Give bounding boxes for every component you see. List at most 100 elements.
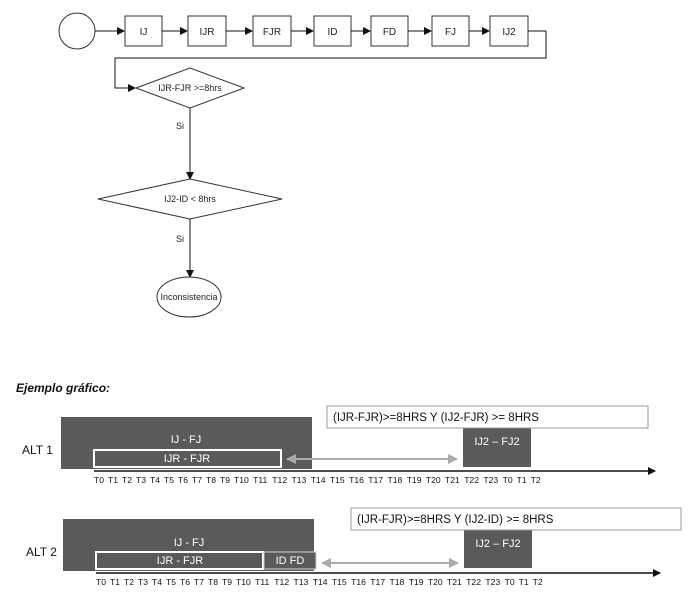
end-inconsistencia: Inconsistencia (156, 276, 222, 318)
tick-label: T11 (255, 577, 269, 587)
tick-label: T2 (124, 577, 134, 587)
alt2-end-bar (464, 530, 532, 568)
tick-label: T7 (192, 475, 202, 485)
alt1-condition: (IJR-FJR)>=8HRS Y (IJ2-FJR) >= 8HRS (333, 412, 539, 424)
decision-label: IJ2-ID < 8hrs (164, 194, 216, 204)
tick-label: T14 (311, 475, 326, 485)
tick-label: T13 (292, 475, 307, 485)
step-ij: IJ (124, 15, 163, 47)
tick-label: T5 (164, 475, 174, 485)
yes-label: Si (176, 121, 184, 131)
tick-label: T19 (409, 577, 424, 587)
step-fd: FD (370, 15, 409, 47)
tick-label: T4 (150, 475, 160, 485)
tick-label: T12 (272, 475, 287, 485)
alt1-label: ALT 1 (22, 443, 53, 457)
flow-connector (114, 30, 547, 92)
alt2-inner-bar (95, 551, 264, 570)
step-fjr: FJR (252, 15, 292, 47)
end-label: Inconsistencia (160, 292, 217, 302)
tick-label: T21 (447, 577, 462, 587)
step-ij2: IJ2 (489, 15, 529, 47)
tick-label: T0 (503, 475, 513, 485)
alt1-inner-label: IJR - FJR (164, 453, 210, 465)
alt2-condition: (IJR-FJR)>=8HRS Y (IJ2-ID) >= 8HRS (357, 514, 554, 526)
step-label: FJ (445, 27, 456, 38)
tick-label: T0 (94, 475, 104, 485)
tick-label: T22 (466, 577, 481, 587)
tick-label: T6 (178, 475, 188, 485)
alt2-outer-label: IJ - FJ (174, 537, 205, 549)
tick-label: T12 (274, 577, 289, 587)
yes-label: Si (176, 234, 184, 244)
alt2-condition-box (350, 507, 682, 531)
example-title: Ejemplo gráfico: (16, 381, 110, 395)
tick-label: T8 (206, 475, 216, 485)
tick-label: T7 (194, 577, 204, 587)
alt2-idfd-label: ID FD (276, 555, 305, 567)
step-label: ID (328, 27, 338, 38)
tick-label: T1 (108, 475, 118, 485)
alt2-end-label: IJ2 – FJ2 (475, 538, 520, 550)
alt1-timeline: ALT 1 IJ - FJ IJR - FJR IJ2 – FJ2 (IJR-F… (22, 405, 656, 485)
tick-label: T9 (220, 475, 230, 485)
alt1-end-label: IJ2 – FJ2 (474, 436, 519, 448)
start-circle (58, 12, 96, 50)
alt1-end-bar (463, 427, 531, 467)
alt1-condition-box (326, 405, 649, 429)
tick-label: T17 (368, 475, 383, 485)
step-label: FD (383, 27, 396, 38)
step-fj: FJ (431, 15, 470, 47)
tick-label: T15 (330, 475, 345, 485)
tick-label: T2 (533, 577, 543, 587)
tick-label: T20 (428, 577, 443, 587)
tick-label: T18 (390, 577, 405, 587)
tick-label: T1 (110, 577, 120, 587)
tick-label: T23 (483, 475, 498, 485)
flowchart: IJ IJR FJR ID FD FJ IJ2 (58, 12, 547, 318)
alt2-inner-label: IJR - FJR (157, 555, 203, 567)
tick-label: T10 (234, 475, 249, 485)
alt2-idfd-bar (263, 551, 317, 570)
alt2-label: ALT 2 (26, 545, 57, 559)
tick-label: T1 (519, 577, 529, 587)
tick-label: T9 (222, 577, 232, 587)
decision-ijr-fjr: IJR-FJR >=8hrs (134, 67, 246, 109)
tick-label: T3 (138, 577, 148, 587)
decision-ij2-id: IJ2-ID < 8hrs (97, 178, 283, 220)
tick-label: T8 (208, 577, 218, 587)
tick-label: T3 (136, 475, 146, 485)
tick-label: T14 (313, 577, 328, 587)
tick-label: T17 (370, 577, 385, 587)
tick-label: T21 (445, 475, 460, 485)
decision-label: IJR-FJR >=8hrs (158, 83, 222, 93)
tick-label: T2 (122, 475, 132, 485)
tick-label: T6 (180, 577, 190, 587)
step-label: IJ2 (502, 27, 516, 38)
tick-label: T23 (485, 577, 500, 587)
tick-label: T15 (332, 577, 347, 587)
tick-label: T18 (388, 475, 403, 485)
tick-label: T20 (426, 475, 441, 485)
tick-label: T22 (464, 475, 479, 485)
tick-label: T5 (166, 577, 176, 587)
tick-label: T16 (349, 475, 364, 485)
alt1-inner-bar (93, 449, 282, 468)
tick-label: T2 (531, 475, 541, 485)
tick-label: T0 (505, 577, 515, 587)
alt2-tick-labels: T0 T1 T2 T3 T4 T5 T6 T7 T8 T9 T10 T11 T12 T13 T14 T15 T1… (96, 577, 543, 587)
tick-label: T0 (96, 577, 106, 587)
tick-label: T13 (294, 577, 309, 587)
step-id: ID (313, 15, 352, 47)
step-label: IJR (200, 27, 215, 38)
alt1-outer-label: IJ - FJ (171, 434, 202, 446)
tick-label: T4 (152, 577, 162, 587)
tick-label: T16 (351, 577, 366, 587)
step-label: FJR (263, 27, 281, 38)
step-label: IJ (140, 27, 148, 38)
tick-label: T1 (517, 475, 527, 485)
tick-label: T10 (236, 577, 251, 587)
alt2-timeline: ALT 2 IJ - FJ IJR - FJR ID FD IJ2 – FJ2 … (26, 507, 682, 587)
